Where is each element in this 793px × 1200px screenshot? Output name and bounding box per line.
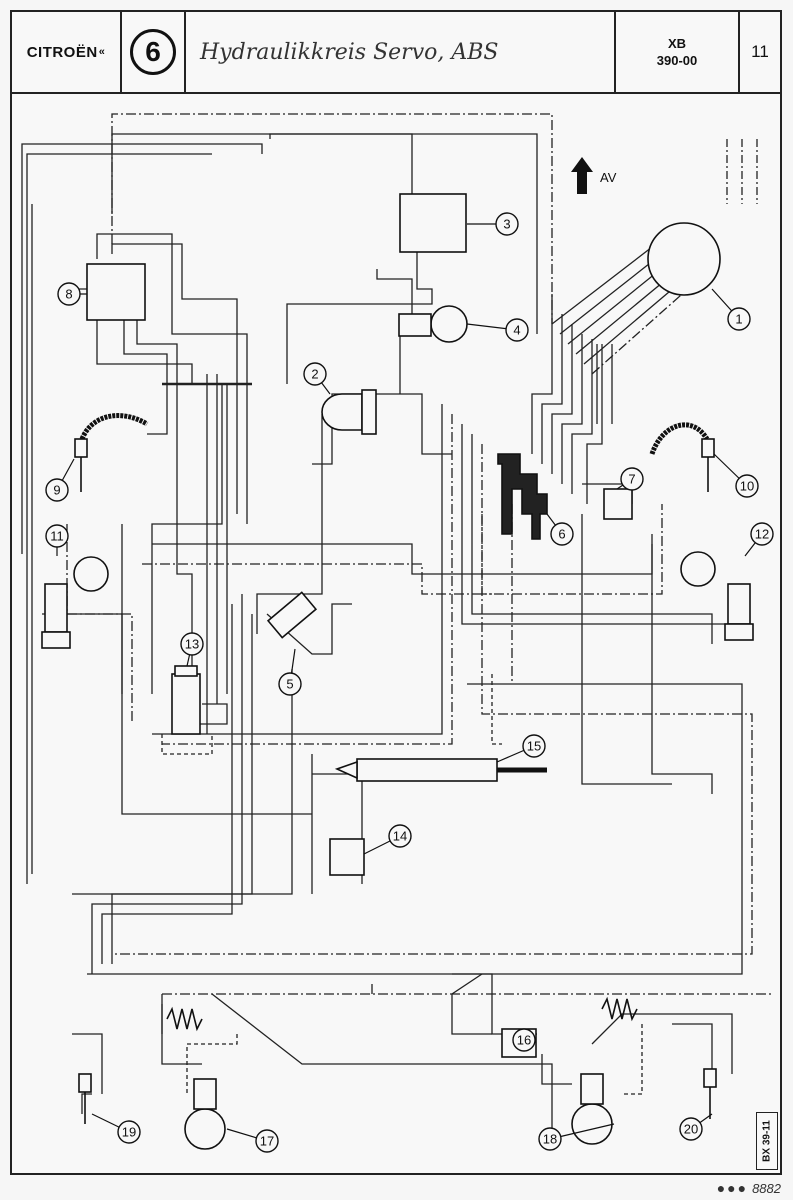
- sphere-13: [680, 551, 716, 587]
- sensor-10: [701, 438, 715, 458]
- callout-label: 14: [393, 829, 407, 844]
- legend-line-samples: [726, 139, 758, 204]
- accumulator-1: [647, 222, 721, 296]
- caliper-18: [580, 1073, 604, 1105]
- callout-2: 2: [303, 362, 331, 395]
- callout-6: 6: [546, 513, 574, 546]
- callout-label: 1: [735, 312, 742, 327]
- model-name: XB: [667, 36, 687, 51]
- brand-chevron-icon: «: [98, 46, 106, 58]
- sensor-11: [603, 488, 633, 520]
- sphere-mount-2: [361, 389, 377, 435]
- reference-code: BX 39-11: [761, 1120, 773, 1162]
- callout-13: 13: [180, 632, 204, 667]
- spring-left: [166, 1006, 203, 1032]
- valve-cap-7: [174, 665, 198, 677]
- callout-label: 2: [311, 367, 318, 382]
- callout-label: 10: [740, 479, 754, 494]
- callout-label: 15: [527, 739, 541, 754]
- callout-label: 16: [517, 1033, 531, 1048]
- callout-5: 5: [278, 648, 302, 696]
- callout-19: 19: [91, 1113, 141, 1144]
- sphere-18: [571, 1103, 613, 1145]
- caliper-17: [193, 1078, 217, 1110]
- section-number: 6: [130, 29, 176, 75]
- callout-label: 12: [755, 527, 769, 542]
- operation-code: 390-00: [656, 53, 698, 68]
- callout-10: 10: [713, 453, 759, 498]
- callout-1: 1: [711, 288, 751, 331]
- reservoir-3: [399, 193, 467, 253]
- pump-4: [430, 305, 468, 343]
- callout-7: 7: [616, 467, 644, 491]
- page-number: 11: [751, 42, 769, 61]
- components: [41, 193, 754, 1150]
- callout-9: 9: [45, 458, 75, 502]
- callout-label: 6: [558, 527, 565, 542]
- callout-14: 14: [363, 824, 412, 855]
- valve-5: [266, 591, 318, 639]
- callout-label: 4: [513, 323, 520, 338]
- callout-label: 20: [684, 1122, 698, 1137]
- handwritten-title: Hydraulikkreis Servo, ABS: [186, 12, 616, 92]
- callout-15: 15: [496, 734, 546, 763]
- section-number-cell: 6: [122, 12, 186, 92]
- forward-arrow-icon: AV: [571, 157, 617, 194]
- callout-12: 12: [744, 522, 774, 557]
- callout-16: 16: [512, 1028, 536, 1052]
- callout-label: 7: [628, 472, 635, 487]
- cylinder-12: [44, 583, 68, 633]
- cylinder-13: [727, 583, 751, 625]
- callout-4: 4: [466, 318, 529, 342]
- callout-18: 18: [538, 1123, 615, 1151]
- footer-dots: ●●●: [716, 1180, 749, 1196]
- hydraulic-lines: [21, 113, 772, 1134]
- hose-10: [649, 422, 710, 455]
- cylinder-base-12: [41, 631, 71, 649]
- callout-label: 13: [185, 637, 199, 652]
- callout-label: 17: [260, 1134, 274, 1149]
- cylinder-15: [356, 758, 498, 782]
- spring-right: [601, 996, 638, 1022]
- callout-8: 8: [57, 282, 87, 306]
- footer: ●●●8882: [717, 1180, 781, 1196]
- callout-17: 17: [226, 1128, 279, 1153]
- sphere-2: [321, 393, 363, 431]
- brand-name: CITROËN: [26, 43, 98, 61]
- sensor-20: [703, 1068, 717, 1088]
- pump-body-4: [398, 313, 432, 337]
- callout-label: 11: [50, 529, 64, 544]
- hose-9: [79, 413, 149, 441]
- direction-label: AV: [600, 170, 617, 185]
- valve-6: [497, 453, 548, 540]
- callout-label: 18: [543, 1132, 557, 1147]
- block-8: [86, 263, 146, 321]
- callout-label: 8: [65, 287, 72, 302]
- footer-number: 8882: [752, 1181, 781, 1196]
- sheet-header: CITROËN« 6 Hydraulikkreis Servo, ABS XB …: [12, 12, 780, 94]
- sphere-17: [184, 1108, 226, 1150]
- valve-7: [171, 673, 201, 735]
- callout-label: 5: [286, 677, 293, 692]
- sensor-9: [74, 438, 88, 458]
- schematic-sheet: CITROËN« 6 Hydraulikkreis Servo, ABS XB …: [10, 10, 782, 1175]
- cylinder-base-13: [724, 623, 754, 641]
- callout-20: 20: [679, 1113, 713, 1141]
- sphere-12: [73, 556, 109, 592]
- callout-label: 19: [122, 1125, 136, 1140]
- callout-label: 3: [503, 217, 510, 232]
- brand-logo: CITROËN«: [12, 12, 122, 92]
- reference-box: BX 39-11: [756, 1112, 778, 1170]
- callout-11: 11: [45, 524, 69, 556]
- callout-label: 9: [53, 483, 60, 498]
- block-14: [329, 838, 365, 876]
- model-code-cell: XB 390-00: [616, 12, 740, 92]
- callout-3: 3: [467, 212, 519, 236]
- sensor-19: [78, 1073, 92, 1093]
